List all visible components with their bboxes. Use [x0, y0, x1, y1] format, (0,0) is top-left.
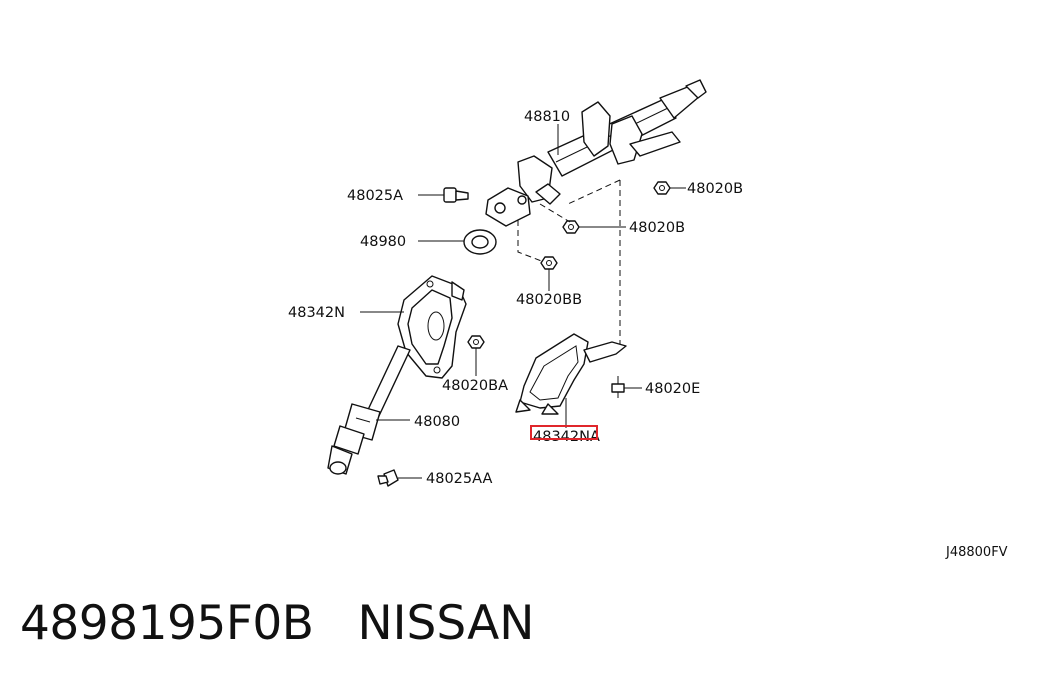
label-48810: 48810 [524, 109, 570, 125]
nut-48020b-middle [562, 220, 580, 234]
label-48020b-upper: 48020B [687, 181, 743, 197]
diagram-code: J48800FV [945, 545, 1008, 560]
part-number: 4898195F0B [20, 596, 314, 651]
nut-48020bb [540, 256, 558, 270]
label-48980: 48980 [360, 234, 406, 250]
nut-48020b-upper [653, 181, 671, 195]
label-48342na: 48342NA [533, 429, 600, 445]
bolt-48025a [443, 187, 469, 203]
brand-name: NISSAN [357, 596, 535, 651]
label-48020bb: 48020BB [516, 292, 582, 308]
label-48020ba: 48020BA [442, 378, 508, 394]
label-48342n: 48342N [288, 305, 345, 321]
label-48025a: 48025A [347, 188, 403, 204]
clip-48020e [611, 376, 625, 398]
footer: 4898195F0B NISSAN [20, 596, 534, 656]
label-48020e: 48020E [645, 381, 700, 397]
leader-lines [360, 124, 686, 479]
cover-48342n [397, 275, 467, 379]
label-48080: 48080 [414, 414, 460, 430]
bolt-48025aa [377, 469, 399, 487]
label-48020b-middle: 48020B [629, 220, 685, 236]
highlight-box [530, 425, 598, 440]
steering-column-part [485, 79, 707, 227]
nut-48020ba [467, 335, 485, 349]
cover-48342na [515, 333, 627, 415]
label-48025aa: 48025AA [426, 471, 492, 487]
washer-48980 [463, 229, 497, 255]
shaft-48080 [327, 345, 411, 475]
reference-lines [517, 179, 621, 345]
